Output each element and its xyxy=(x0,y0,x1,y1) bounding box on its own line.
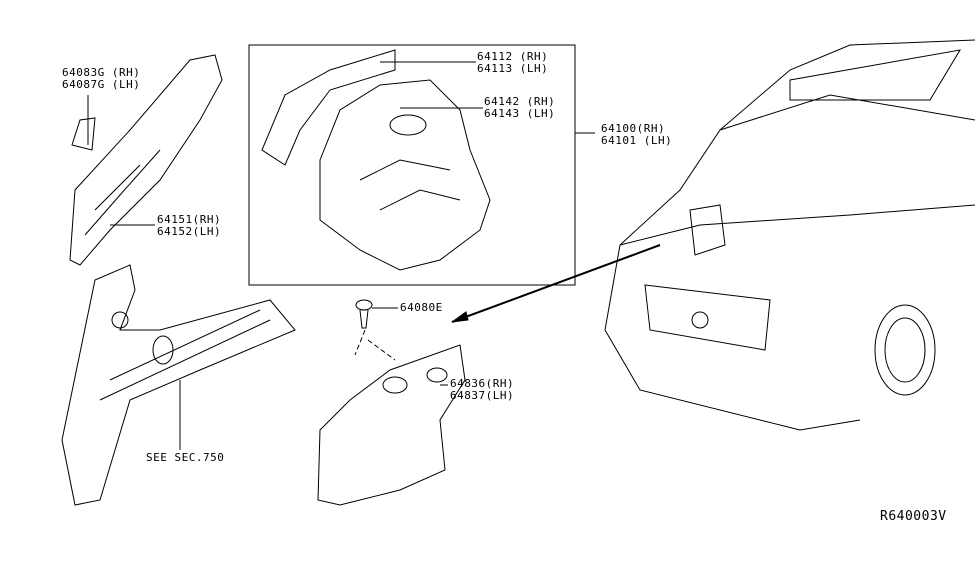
label-line-lh: 64101 (LH) xyxy=(601,134,673,147)
label-64142: 64142 (RH)64143 (LH) xyxy=(484,96,555,120)
arrow-head xyxy=(451,311,469,323)
label-line-lh: 64143 (LH) xyxy=(484,107,556,120)
part-64080E-clip xyxy=(354,299,396,361)
part-64112-drawing xyxy=(261,49,396,166)
vehicle-drawing xyxy=(604,39,975,431)
label-line-lh: 64087G (LH) xyxy=(62,78,141,91)
label-line-rh: 64151(RH) xyxy=(157,213,222,226)
label-line-rh: 64100(RH) xyxy=(601,122,666,135)
label-64151: 64151(RH)64152(LH) xyxy=(157,214,221,238)
label-line-rh: 64142 (RH) xyxy=(484,95,556,108)
label-line-lh: 64152(LH) xyxy=(157,225,222,238)
diagram-code: R640003V xyxy=(880,509,947,524)
label-line-lh: 64837(LH) xyxy=(450,389,515,402)
arrow-line xyxy=(451,244,661,323)
label-64080E: 64080E xyxy=(400,301,443,314)
label-64083G: 64083G (RH)64087G (LH) xyxy=(62,67,140,91)
label-line-rh: 64083G (RH) xyxy=(62,66,141,79)
label-line-rh: 64112 (RH) xyxy=(477,50,549,63)
label-64100: 64100(RH)64101 (LH) xyxy=(601,123,672,147)
leader-lines xyxy=(87,61,595,450)
part-64151-drawing xyxy=(69,54,223,266)
label-line-rh: 64836(RH) xyxy=(450,377,515,390)
assembly-box xyxy=(248,44,576,286)
label-64836: 64836(RH)64837(LH) xyxy=(450,378,514,402)
part-64836-drawing xyxy=(317,344,466,506)
part-64142-drawing xyxy=(319,79,491,271)
see-section-reference: SEE SEC.750 xyxy=(146,451,225,464)
label-64112: 64112 (RH)64113 (LH) xyxy=(477,51,548,75)
label-line-lh: 64113 (LH) xyxy=(477,62,549,75)
part-apron-member-drawing xyxy=(61,264,296,506)
